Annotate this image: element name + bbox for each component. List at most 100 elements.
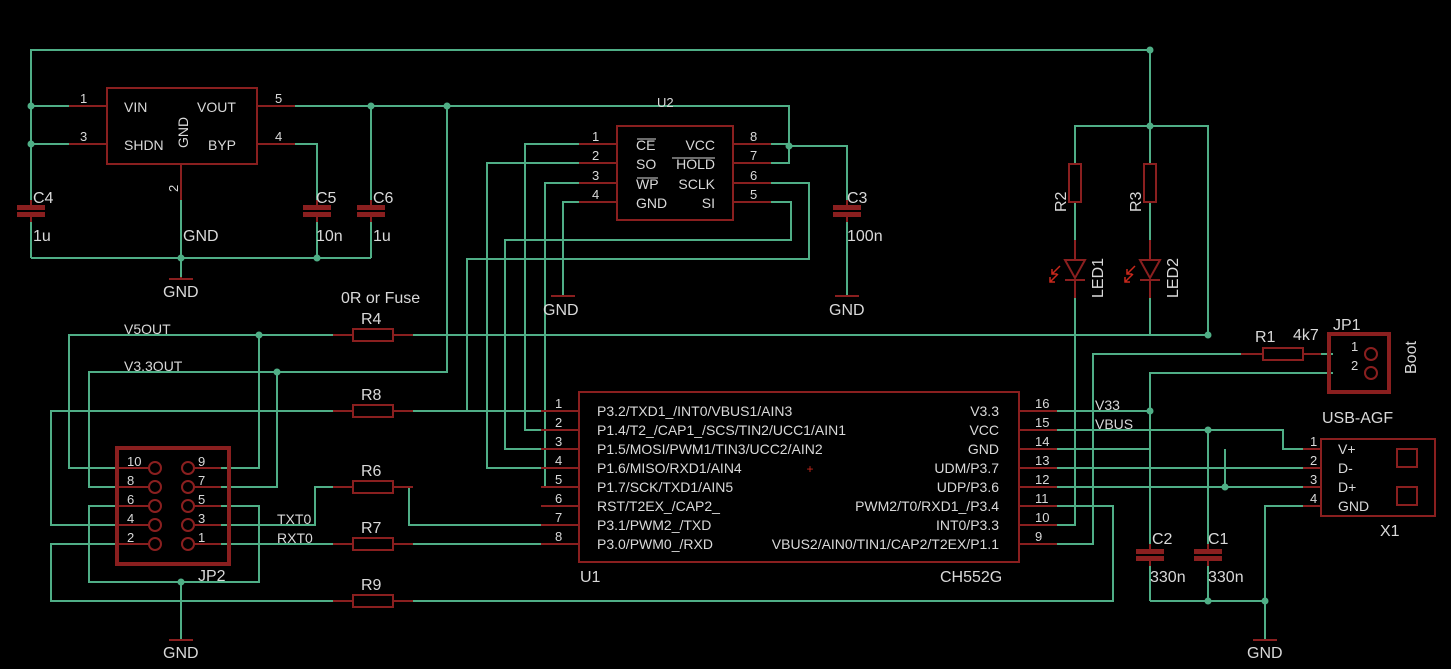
u2-pin-label: VCC: [685, 137, 715, 153]
u1-pin-number: 3: [555, 434, 562, 449]
u1-pin-label: RST/T2EX_/CAP2_: [597, 498, 720, 514]
svg-text:2: 2: [592, 148, 599, 163]
jp2-pin-number: 10: [127, 454, 141, 469]
svg-text:5: 5: [750, 187, 757, 202]
jp2-pin: [181, 461, 195, 475]
resistor-r6[interactable]: R6: [333, 463, 413, 494]
jp2-pin-number: 7: [198, 473, 205, 488]
net-txt0: TXT0: [277, 511, 311, 527]
jp2-pin: [181, 480, 195, 494]
svg-text:V+: V+: [1338, 441, 1356, 457]
part-name: X1: [1380, 523, 1400, 540]
svg-text:2: 2: [1310, 453, 1317, 468]
resistor-r1[interactable]: R1 4k7: [1241, 327, 1321, 361]
part-name: JP1: [1333, 317, 1361, 334]
u2-chip[interactable]: U2 CE SO WP GND VCC HOLD SCLK SI 1 2 3 4…: [579, 95, 771, 221]
usb-connector-x1[interactable]: V+ D- D+ GND 1 2 3 4 USB-AGF X1: [1303, 410, 1436, 540]
svg-text:8: 8: [750, 129, 757, 144]
jp2-pin-number: 5: [198, 492, 205, 507]
resistor-r8[interactable]: R8: [333, 387, 413, 418]
jp2-pin: [148, 518, 162, 532]
vreg-pin-label: VIN: [124, 99, 147, 115]
jp2-pin-number: 9: [198, 454, 205, 469]
svg-text:1: 1: [1351, 339, 1358, 354]
gnd-symbol: GND: [1247, 639, 1283, 662]
u1-pin-number: 4: [555, 453, 562, 468]
part-name: C1: [1208, 531, 1229, 548]
u1-pin-label: P1.5/MOSI/PWM1/TIN3/UCC2/AIN2: [597, 441, 823, 457]
resistor-r3[interactable]: R3: [1128, 163, 1157, 212]
gnd-label: GND: [183, 228, 219, 245]
jp1-label: Boot: [1403, 341, 1420, 374]
jp2-pin-number: 8: [127, 473, 134, 488]
part-name: R2: [1053, 191, 1070, 212]
u1-pin-number: 7: [555, 510, 562, 525]
u1-pin-number: 8: [555, 529, 562, 544]
resistor-r7[interactable]: R7: [333, 520, 413, 551]
u1-pin-number: 6: [555, 491, 562, 506]
gnd-symbol: GND: [543, 295, 579, 319]
capacitor-c3[interactable]: C3 100n: [833, 190, 883, 245]
part-name: C2: [1152, 531, 1173, 548]
u1-pin-label: PWM2/T0/RXD1_/P3.4: [855, 498, 999, 514]
capacitor-c5[interactable]: C5 10n: [303, 190, 343, 245]
svg-text:GND: GND: [163, 284, 199, 301]
u2-name: U2: [657, 95, 674, 110]
svg-text:3: 3: [1310, 472, 1317, 487]
vreg-pin-number: 5: [275, 91, 282, 106]
net-v33: V33: [1095, 397, 1120, 413]
u2-pin-label: SO: [636, 156, 656, 172]
led-led1[interactable]: LED1: [1049, 240, 1107, 298]
part-value: 0R or Fuse: [341, 290, 420, 307]
resistor-r4[interactable]: R4 0R or Fuse: [333, 290, 420, 342]
u1-pin-label: VBUS2/AIN0/TIN1/CAP2/T2EX/P1.1: [772, 536, 999, 552]
net-v33out: V3.3OUT: [124, 358, 183, 374]
part-name: C4: [33, 190, 54, 207]
part-value: 1u: [33, 228, 51, 245]
capacitor-c4[interactable]: C4 1u: [17, 190, 54, 245]
u1-pin-number: 10: [1035, 510, 1049, 525]
jp2-pin-number: 4: [127, 511, 134, 526]
part-name: C3: [847, 190, 868, 207]
part-name: LED1: [1090, 258, 1107, 298]
u1-pin-number: 5: [555, 472, 562, 487]
u1-pin-label: P1.7/SCK/TXD1/AIN5: [597, 479, 733, 495]
part-name: R1: [1255, 329, 1276, 346]
voltage-regulator[interactable]: VIN VOUT SHDN BYP GND 1 5 3 4 2: [69, 87, 295, 200]
jumper-jp1[interactable]: JP1 1 2 Boot: [1327, 317, 1420, 394]
net-vbus: VBUS: [1095, 416, 1133, 432]
part-name: R4: [361, 311, 382, 328]
part-name: R9: [361, 577, 382, 594]
svg-text:GND: GND: [163, 645, 199, 662]
u2-pin-label: CE: [636, 137, 655, 153]
svg-text:GND: GND: [1247, 645, 1283, 662]
gnd-symbol: GND: [163, 277, 199, 301]
led-led2[interactable]: LED2: [1124, 240, 1182, 298]
capacitor-c2[interactable]: C2 330n: [1136, 531, 1186, 586]
u1-pin-number: 16: [1035, 396, 1049, 411]
svg-text:1: 1: [1310, 434, 1317, 449]
jp2-pin: [148, 480, 162, 494]
capacitor-c6[interactable]: C6 1u: [357, 190, 394, 245]
svg-text:7: 7: [750, 148, 757, 163]
net-rxt0: RXT0: [277, 530, 313, 546]
u1-pin-number: 15: [1035, 415, 1049, 430]
svg-text:D+: D+: [1338, 479, 1356, 495]
svg-text:1: 1: [592, 129, 599, 144]
u1-pin-label: UDP/P3.6: [937, 479, 999, 495]
u1-pin-label: VCC: [969, 422, 999, 438]
vreg-pin-number: 4: [275, 129, 282, 144]
jp2-pin: [181, 499, 195, 513]
resistor-r2[interactable]: R2: [1053, 163, 1082, 212]
u2-pin-label: WP: [636, 176, 659, 192]
capacitor-c1[interactable]: C1 330n: [1194, 531, 1244, 586]
net-labels: V5OUT V3.3OUT TXT0 RXT0 V33 VBUS: [124, 321, 1133, 546]
jp2-pin-number: 2: [127, 530, 134, 545]
u1-pin-label: GND: [968, 441, 999, 457]
resistor-r9[interactable]: R9: [333, 577, 413, 608]
part-value: 1u: [373, 228, 391, 245]
jp2-pin: [181, 537, 195, 551]
